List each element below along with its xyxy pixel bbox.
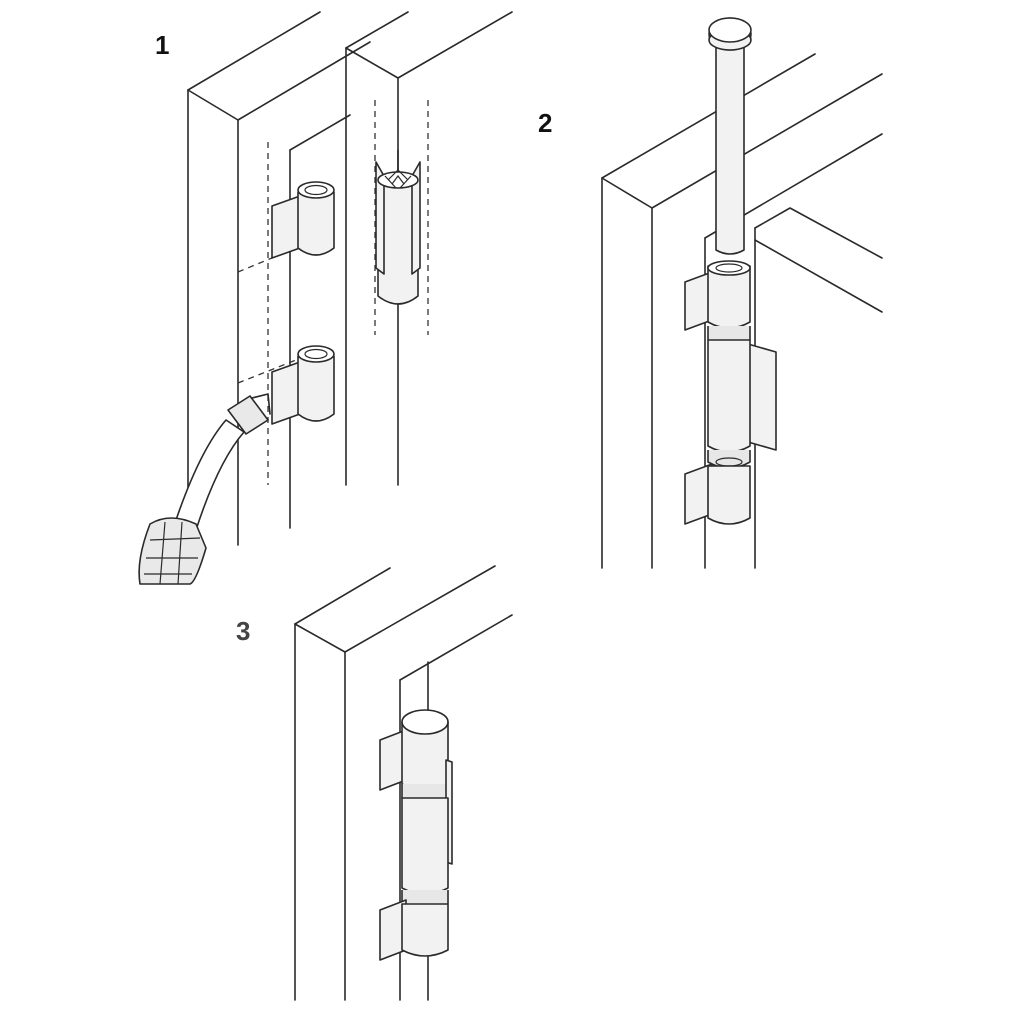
hinge-pin — [708, 17, 752, 255]
step-1-label: 1 — [155, 30, 170, 60]
step-1-illustration — [138, 11, 513, 585]
step-2-illustration — [601, 17, 883, 569]
upper-hinge-leaf — [271, 181, 335, 259]
frame-profile-2 — [601, 53, 883, 569]
step-3-illustration — [294, 565, 513, 1001]
hinge-assembly-2 — [684, 260, 777, 525]
sash-profile-1 — [345, 11, 513, 486]
step-3-label: 3 — [236, 616, 251, 646]
lower-hinge-leaf — [271, 345, 335, 425]
hinge-assembly-3 — [379, 709, 453, 961]
screwdriver — [138, 393, 271, 585]
alignment-guides-1 — [237, 100, 429, 485]
step-2-label: 2 — [538, 108, 553, 138]
sash-hinge-part — [375, 149, 421, 305]
